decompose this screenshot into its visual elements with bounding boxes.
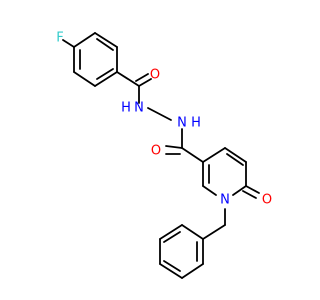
atom-label-hydrogen-hydrazide-2: H [191, 116, 201, 131]
bond-carbonyl-o-1 [138, 78, 152, 87]
atom-label-hydrogen-hydrazide-1: H [121, 101, 131, 116]
atom-label-oxygen-ring: O [262, 193, 272, 208]
atom-label-layer: F O N H N H O N O [56, 31, 272, 208]
bond-n1-n2 [147, 107, 172, 121]
bond-ring1-2 [94, 32, 118, 48]
bond-ring3-5-inner [163, 231, 181, 243]
bond-ring2-1 [202, 147, 226, 163]
bond-ring3-5 [159, 224, 183, 240]
bond-ch2-phenyl [202, 224, 226, 240]
bond-ring3-3-inner [163, 260, 181, 272]
bond-ring2-4 [232, 185, 247, 196]
atom-label-nitrogen-hydrazide-1: N [134, 101, 144, 116]
atom-label-oxygen-benzoyl: O [150, 68, 160, 83]
bond-carbonyl-ring2 [181, 147, 204, 163]
atom-label-nitrogen-hydrazide-2: N [177, 116, 187, 131]
bond-ring3-6 [181, 224, 204, 240]
atom-label-nitrogen-ring: N [220, 193, 230, 208]
atom-label-fluorine: F [56, 31, 63, 46]
bond-ring1-1 [73, 32, 96, 48]
bond-ring2-2-inner [226, 153, 244, 166]
bond-ring2-2 [224, 147, 247, 163]
bond-carbonyl-o-2 [135, 73, 149, 82]
bond-ring1-4-inner [96, 68, 114, 80]
bond-ring3-3 [159, 263, 183, 279]
bond-ring3-2 [181, 263, 204, 279]
bond-ring-carbonyl-o-1 [245, 185, 260, 194]
bond-ring1-4 [94, 71, 118, 87]
bond-ring1-2-inner [96, 38, 114, 51]
bond-c-f [62, 39, 75, 48]
bond-ring1-5 [73, 71, 96, 87]
bond-ring1-carbonyl [116, 71, 140, 87]
bond-ring2-5 [202, 185, 217, 196]
bond-amide-o-1 [165, 145, 183, 149]
bond-ring-carbonyl-o-2 [242, 190, 257, 199]
bond-layer [62, 32, 260, 279]
atom-label-oxygen-amide: O [151, 144, 161, 159]
molecule-structure-diagram: F O N H N H O N O [56, 31, 272, 279]
